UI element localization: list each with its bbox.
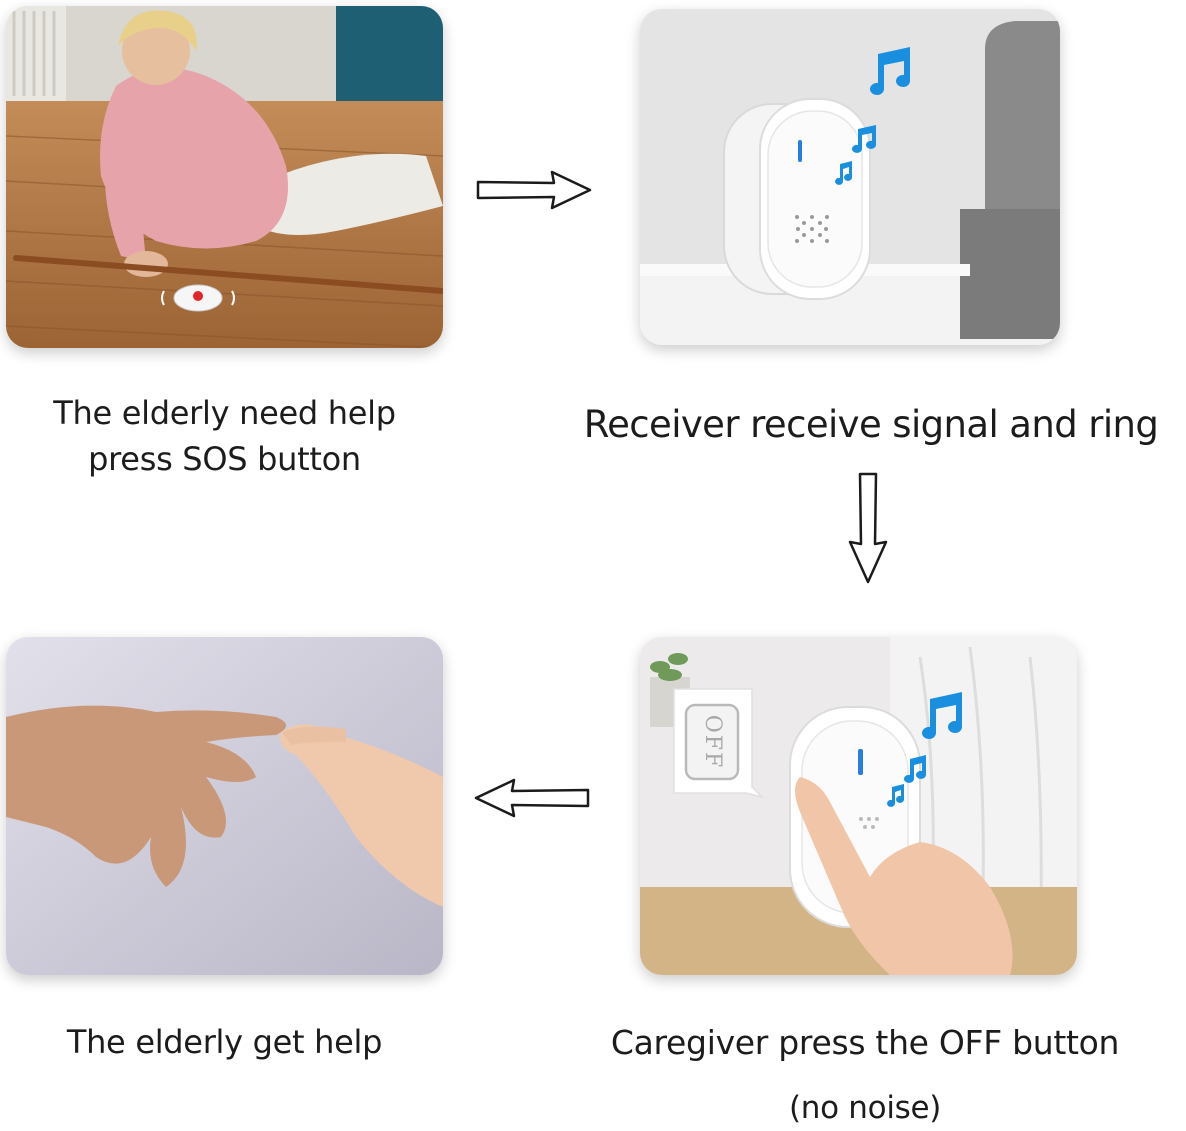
caption-step-2-line-1: Receiver receive signal and ring xyxy=(583,403,1159,446)
caption-step-4: Caregiver press the OFF button xyxy=(560,1019,1170,1067)
photo-hands-helping xyxy=(6,637,443,975)
music-note-icon xyxy=(887,692,962,807)
photo-caregiver-press-off: OFF xyxy=(640,637,1077,975)
caption-step-1: The elderly need help press SOS button xyxy=(6,390,443,483)
arrow-left-icon xyxy=(474,778,590,818)
caption-step-1-line-1: The elderly need help xyxy=(53,394,396,432)
photo-elderly-fallen xyxy=(6,6,443,348)
photo-receiver-ringing xyxy=(640,9,1060,345)
off-button-label: OFF xyxy=(700,715,725,770)
caption-step-4-note: (no noise) xyxy=(560,1086,1170,1131)
arrow-right-icon xyxy=(476,170,592,210)
caption-step-2: Receiver receive signal and ring xyxy=(556,398,1186,452)
caption-step-4-line-1: Caregiver press the OFF button xyxy=(610,1023,1120,1062)
music-note-icon xyxy=(835,47,910,185)
caption-step-3-line-1: The elderly get help xyxy=(66,1023,383,1061)
caption-step-3: The elderly get help xyxy=(6,1019,443,1065)
caption-step-1-line-2: press SOS button xyxy=(88,440,361,479)
caption-step-4-line-2: (no noise) xyxy=(788,1090,942,1126)
arrow-down-icon xyxy=(848,472,888,584)
